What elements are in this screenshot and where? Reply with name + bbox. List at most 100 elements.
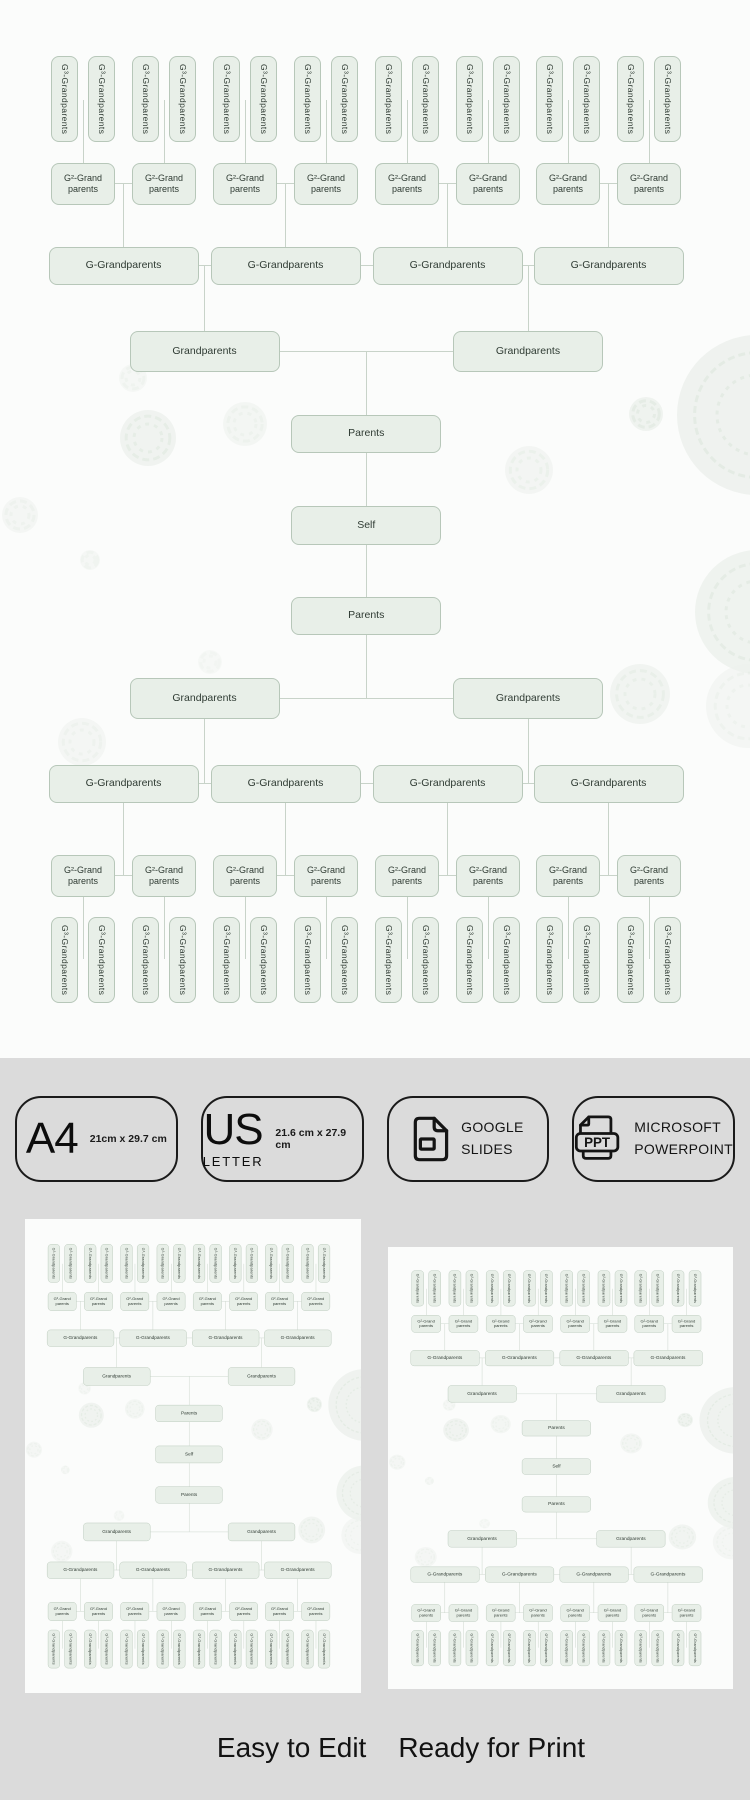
connector-line (82, 100, 84, 163)
doodle-circle (629, 397, 663, 431)
tree-box-g3-grandparents: G³-Grandparents (523, 1630, 536, 1667)
tree-box-g3-grandparents: G³-Grandparents (229, 1629, 242, 1669)
doodle-circle (78, 1402, 104, 1428)
doodle-circle (80, 550, 100, 570)
tree-box-grandparents: Grandparents (447, 1385, 517, 1403)
tree-box-g3-grandparents: G³-Grandparents (132, 56, 159, 142)
tree-box-g3-grandparents: G³-Grandparents (412, 917, 439, 1003)
tree-box-g3-grandparents: G³-Grandparents (120, 1244, 133, 1283)
doodle-circle (443, 1418, 469, 1442)
tree-box-g-grandparents: G-Grandparents (191, 1561, 260, 1579)
tree-box-g3-grandparents: G³-Grandparents (523, 1270, 536, 1307)
connector-line (198, 265, 211, 266)
doodle-circle (306, 1396, 323, 1413)
google-slides-line2: SLIDES (461, 1141, 513, 1157)
tree-box-g-grandparents: G-Grandparents (119, 1329, 187, 1347)
tree-box-g3-grandparents: G³-Grandparents (448, 1270, 462, 1307)
doodle-circle (424, 1476, 434, 1486)
google-slides-line1: GOOGLE (461, 1119, 524, 1136)
tree-box-g3-grandparents: G³-Grandparents (317, 1244, 331, 1283)
doodle-circle (336, 1465, 361, 1521)
tree-box-g-grandparents: G-Grandparents (46, 1561, 114, 1579)
powerpoint-line2: POWERPOINT (634, 1141, 733, 1157)
badge-a4: A4 21cm x 29.7 cm (15, 1096, 178, 1182)
tree-box-g-grandparents: G-Grandparents (559, 1566, 629, 1583)
tree-box-g-grandparents: G-Grandparents (264, 1561, 332, 1579)
tree-box-g3-grandparents: G³-Grandparents (493, 56, 520, 142)
connector-line (567, 100, 569, 163)
tree-box-grandparents: Grandparents (83, 1367, 151, 1386)
tree-box-g3-grandparents: G³-Grandparents (375, 56, 402, 142)
tree-box-g3-grandparents: G³-Grandparents (120, 1629, 133, 1669)
badge-us-letter: US LETTER 21.6 cm x 27.9 cm (200, 1096, 364, 1182)
tree-box-g3-grandparents: G³-Grandparents (577, 1630, 590, 1667)
doodle-circle (505, 446, 553, 494)
connector-line (447, 803, 448, 876)
tree-box-g3-grandparents: G³-Grandparents (317, 1629, 331, 1669)
tree-box-parents: Parents (291, 415, 442, 453)
tree-box-g3-grandparents: G³-Grandparents (617, 917, 644, 1003)
tree-box-g3-grandparents: G³-Grandparents (84, 1629, 97, 1669)
connector-line (365, 545, 367, 597)
connector-line (600, 183, 617, 184)
tree-box-g3-grandparents: G³-Grandparents (294, 56, 321, 142)
doodle-circle (712, 1524, 733, 1560)
tree-box-g3-grandparents: G³-Grandparents (173, 1629, 186, 1669)
connector-line (285, 184, 286, 247)
tree-box-g-grandparents: G-Grandparents (210, 247, 361, 285)
connector-line (406, 897, 408, 959)
tree-box-g3-grandparents: G³-Grandparents (465, 1630, 479, 1667)
tree-box-grandparents: Grandparents (596, 1530, 666, 1548)
tree-box-g3-grandparents: G³-Grandparents (88, 56, 115, 142)
tree-box-g3-grandparents: G³-Grandparents (51, 56, 78, 142)
doodle-circle (113, 1510, 125, 1521)
doodle-circle (490, 1414, 511, 1434)
tree-box-g3-grandparents: G³-Grandparents (654, 917, 681, 1003)
tree-box-g-grandparents: G-Grandparents (533, 247, 684, 285)
tree-box-g3-grandparents: G³-Grandparents (64, 1629, 77, 1669)
tree-box-g3-grandparents: G³-Grandparents (560, 1630, 573, 1667)
doodle-circle (620, 1433, 643, 1454)
connector-line (244, 897, 246, 959)
tree-box-g-grandparents: G-Grandparents (264, 1329, 332, 1347)
tree-box-g3-grandparents: G³-Grandparents (560, 1270, 573, 1307)
tree-box-grandparents: Grandparents (453, 331, 603, 372)
tree-box-g3-grandparents: G³-Grandparents (294, 917, 321, 1003)
tree-box-g3-grandparents: G³-Grandparents (281, 1244, 294, 1283)
tree-box-g3-grandparents: G³-Grandparents (100, 1629, 113, 1669)
doodle-circle (223, 402, 267, 446)
tree-box-g3-grandparents: G³-Grandparents (47, 1244, 60, 1283)
tree-box-g3-grandparents: G³-Grandparents (428, 1270, 441, 1307)
doodle-circle (328, 1369, 361, 1441)
powerpoint-line1: MICROSOFT (634, 1119, 721, 1136)
doodle-circle (699, 1387, 733, 1454)
tree-box-g3-grandparents: G³-Grandparents (503, 1270, 516, 1307)
tree-box-g3-grandparents: G³-Grandparents (465, 1270, 479, 1307)
connector-line (82, 897, 84, 959)
badge-microsoft-powerpoint: PPT MICROSOFT POWERPOINT (572, 1096, 735, 1182)
tree-box-g3-grandparents: G³-Grandparents (634, 1630, 647, 1667)
